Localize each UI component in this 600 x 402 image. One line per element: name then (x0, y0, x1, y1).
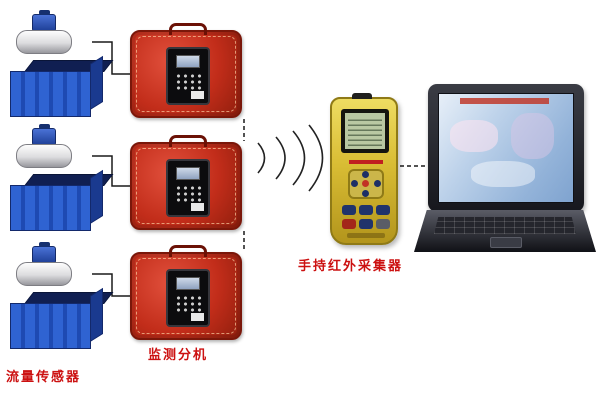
monitor-unit-3 (130, 245, 242, 340)
nav-left-key (351, 180, 358, 187)
screen-graphic (511, 113, 555, 159)
handheld-key (342, 219, 356, 229)
flow-sensor-label: 流量传感器 (6, 369, 82, 384)
panel-keypad (175, 73, 202, 92)
laptop (414, 84, 596, 256)
handheld-key (376, 219, 390, 229)
wireless-signal-arc-1 (257, 142, 266, 174)
sensor-transmitter-body-icon (16, 262, 72, 286)
sensor3-to-unit3-line (92, 273, 130, 297)
handheld-key (376, 205, 390, 215)
handheld-key (359, 219, 373, 229)
infrared-window (352, 93, 372, 99)
case-panel (166, 269, 210, 327)
sensor1-to-unit1-line (92, 41, 130, 75)
laptop-screen (428, 84, 584, 212)
case-handle (169, 23, 207, 35)
sensor-tank-front (10, 303, 91, 349)
sensor-tank-side (90, 169, 103, 224)
sensor-tank-side (90, 55, 103, 110)
handheld-key (342, 205, 356, 215)
handheld-collector-label: 手持红外采集器 (298, 258, 404, 273)
nav-right-key (374, 180, 381, 187)
panel-screen (176, 277, 200, 290)
handheld-label-strip (347, 233, 385, 238)
software-title-bar (460, 98, 549, 104)
handheld-keypad (342, 205, 390, 230)
wireless-signal-arc-3 (292, 130, 306, 186)
laptop-screen-content (438, 93, 574, 203)
sensor-tank-front (10, 71, 91, 117)
handheld-collector (330, 93, 398, 245)
monitor-unit-1 (130, 23, 242, 118)
sensor-transmitter-body-icon (16, 144, 72, 168)
case-panel (166, 47, 210, 105)
panel-screen (176, 167, 200, 180)
flow-sensor-2 (8, 124, 114, 236)
case-handle (169, 135, 207, 147)
sensor-tank-front (10, 185, 91, 231)
flow-sensor-1 (8, 10, 114, 122)
handheld-navpad (348, 169, 384, 199)
handheld-brand-stripe (349, 160, 383, 164)
screen-graphic (449, 119, 498, 153)
panel-sticker (191, 313, 204, 321)
screen-graphic (471, 160, 536, 187)
handheld-lcd-screen (341, 109, 389, 153)
panel-keypad (175, 185, 202, 204)
case-panel (166, 159, 210, 217)
sensor-tank-side (90, 287, 103, 342)
laptop-keyboard (434, 217, 576, 234)
monitor-unit-label: 监测分机 (148, 347, 209, 362)
sensor-transmitter-body-icon (16, 30, 72, 54)
nav-ok-key (362, 180, 369, 187)
panel-screen (176, 55, 200, 68)
sensor2-to-unit2-line (92, 155, 130, 187)
wireless-signal-arc-2 (275, 136, 286, 180)
nav-down-key (362, 190, 369, 197)
panel-sticker (191, 203, 204, 211)
panel-sticker (191, 91, 204, 99)
wireless-signal-arc-4 (308, 124, 324, 192)
monitor-unit-2 (130, 135, 242, 230)
case-handle (169, 245, 207, 257)
panel-keypad (175, 295, 202, 314)
handheld-key (359, 205, 373, 215)
flow-sensor-3 (8, 242, 114, 354)
nav-up-key (362, 171, 369, 178)
laptop-trackpad (490, 237, 522, 248)
